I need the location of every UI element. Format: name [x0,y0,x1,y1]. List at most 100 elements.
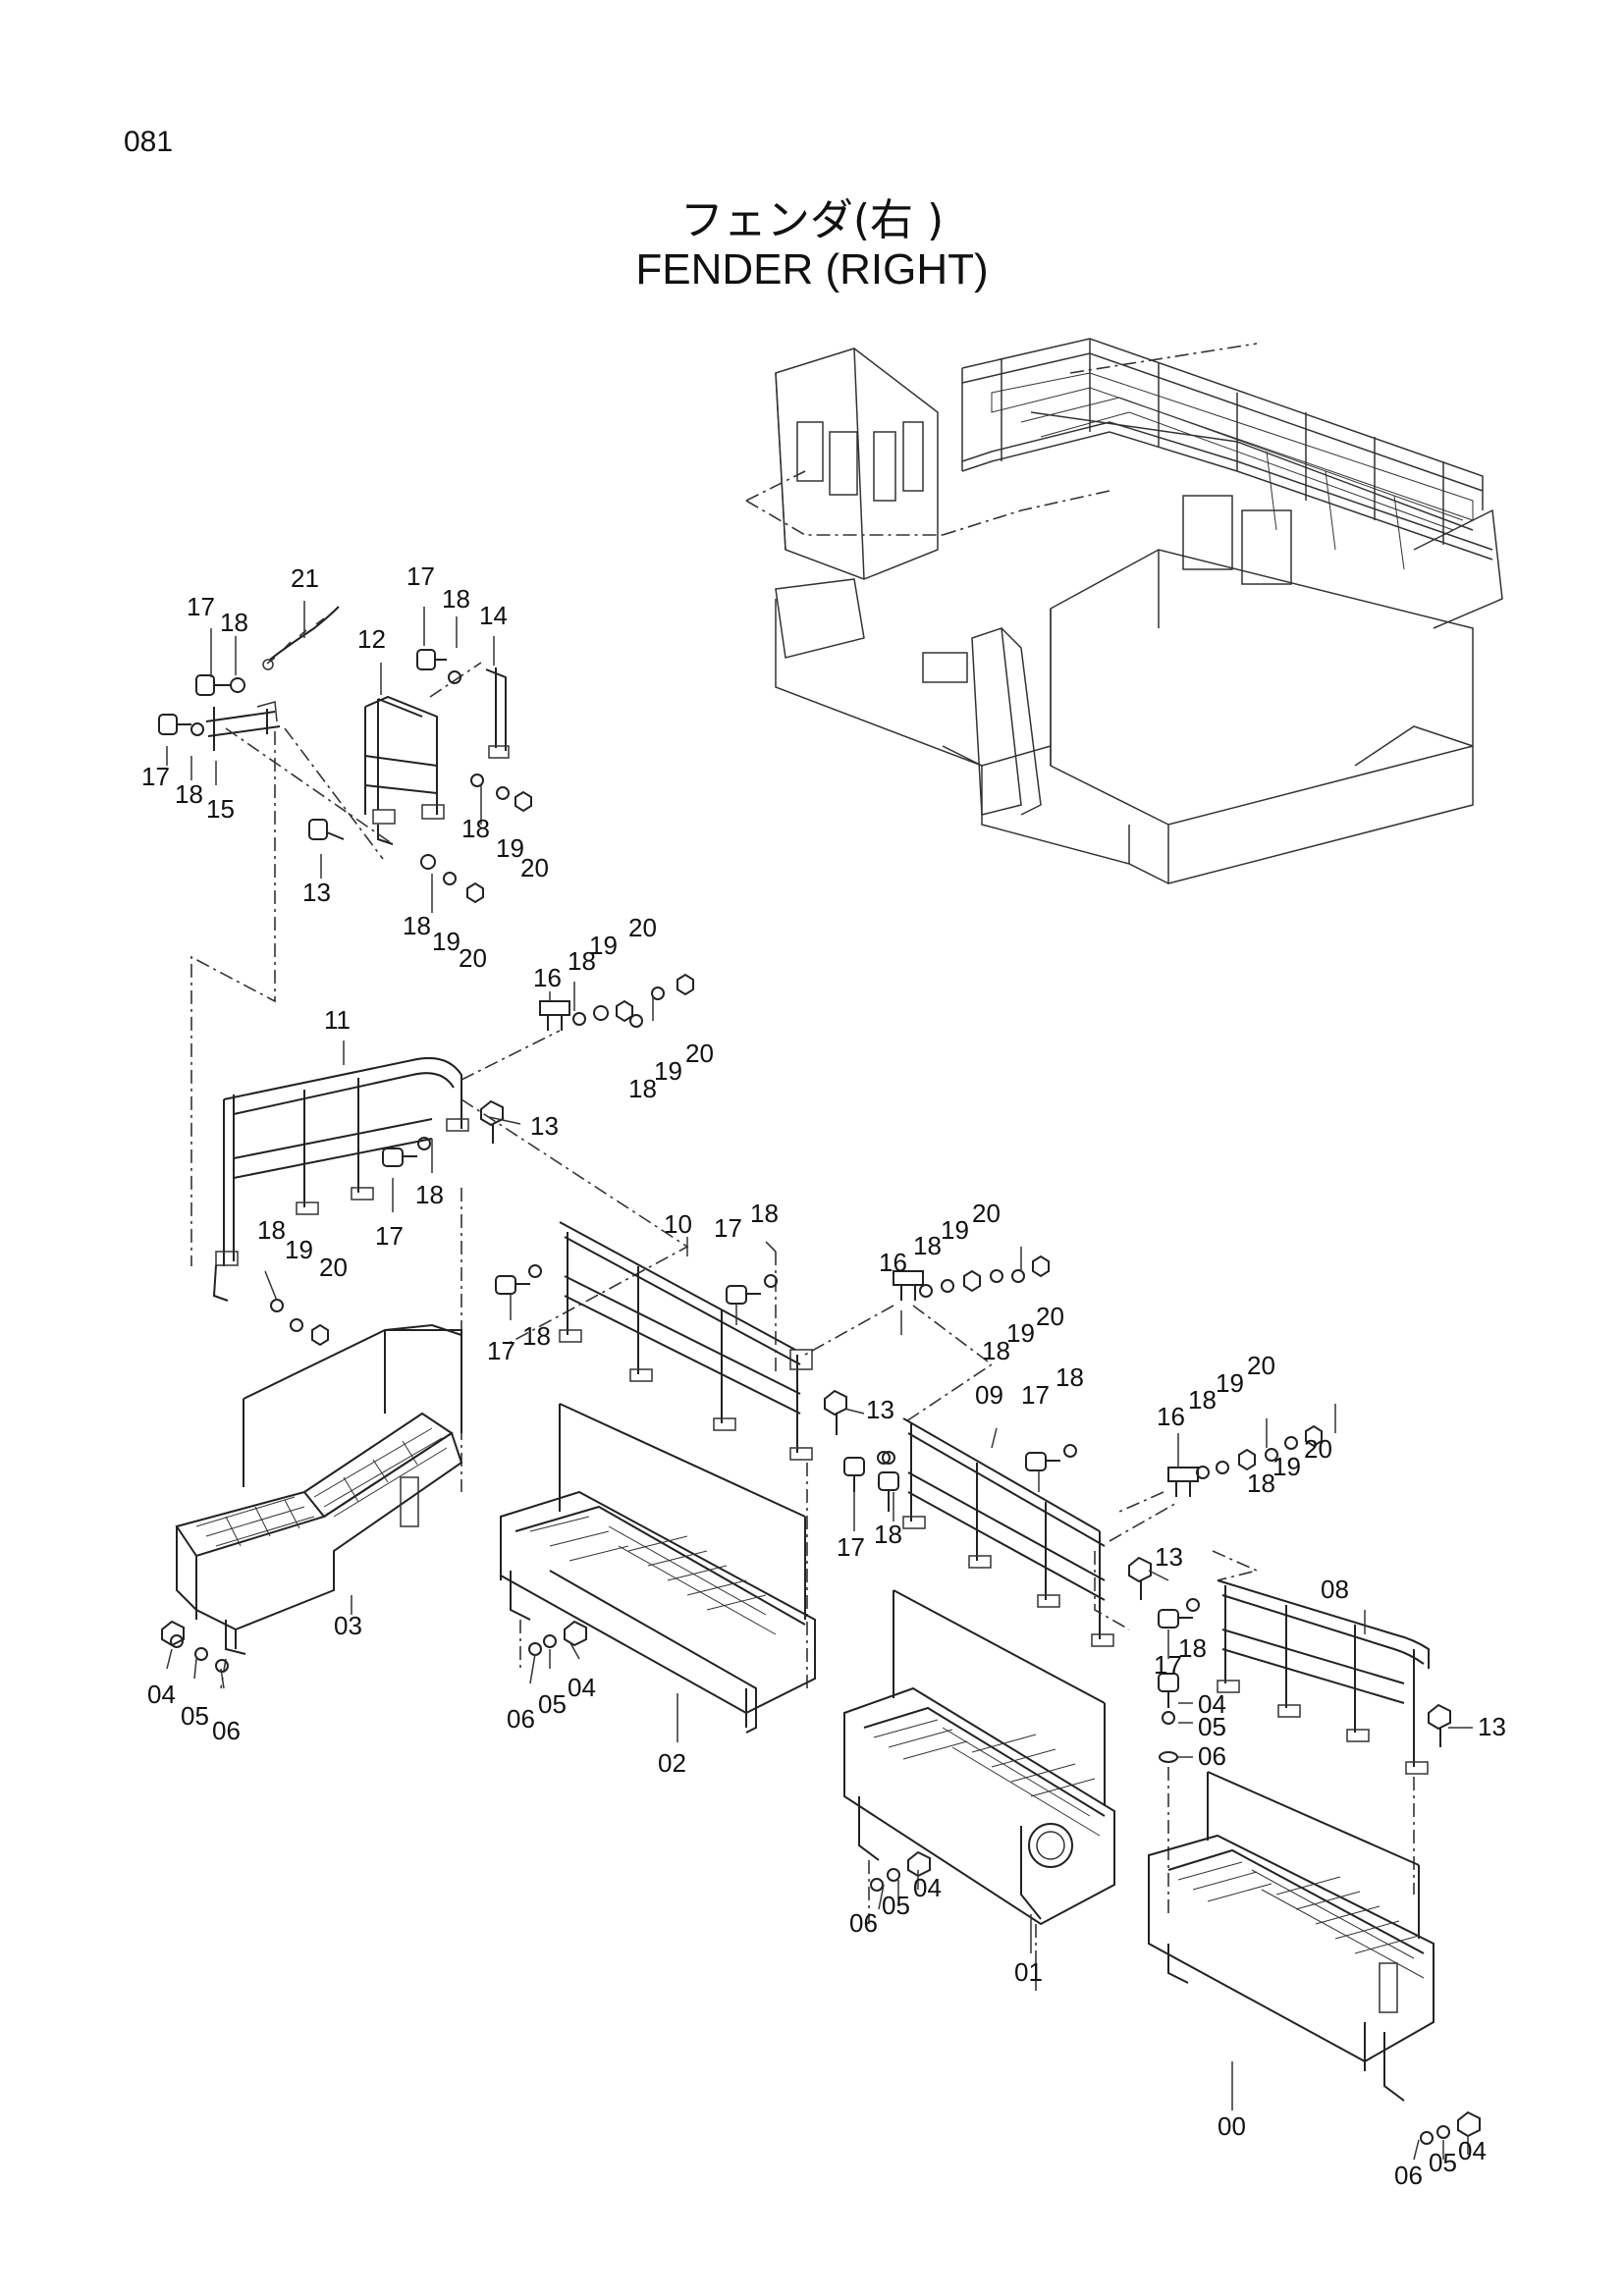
part-label: 17 [487,1336,515,1365]
hardware-rail-09 [804,1255,1200,1629]
part-label: 01 [1014,1957,1043,1987]
title-english: FENDER (RIGHT) [635,245,989,294]
part-label: 20 [685,1039,714,1068]
part-label: 04 [1458,2136,1487,2165]
part-label: 18 [1188,1385,1217,1415]
part-label: 13 [866,1395,894,1424]
part-label: 19 [432,927,460,956]
part-label: 05 [1198,1712,1226,1741]
part-label: 13 [1155,1542,1183,1572]
part-label: 04 [147,1680,176,1709]
part-label: 02 [658,1748,686,1778]
part-label: 19 [1216,1368,1244,1398]
hardware-rail-10 [495,1264,895,1492]
part-label: 17 [406,561,435,591]
part-label: 13 [530,1111,559,1141]
page-number: 081 [124,126,174,158]
part-label: 18 [628,1074,657,1103]
part-label: 20 [319,1253,348,1282]
title-japanese: フェンダ(右 ) [679,195,945,245]
handrail-10 [559,1221,813,1688]
hardware-rail-11 [270,973,694,1347]
part-label: 18 [1056,1362,1084,1392]
part-label: 19 [285,1235,313,1264]
part-label: 11 [324,1005,351,1035]
hardware-step-01 [870,1850,931,1892]
part-label: 17 [187,592,215,621]
part-label: 00 [1218,2111,1246,2141]
part-label: 18 [257,1215,286,1245]
hardware-step-02 [161,1620,587,1673]
part-label: 04 [568,1673,596,1702]
part-label: 05 [538,1689,567,1719]
part-label: 19 [1006,1318,1035,1348]
part-label: 18 [1178,1633,1207,1663]
part-label: 06 [849,1908,878,1938]
part-label: 18 [415,1180,444,1209]
part-label: 18 [442,584,470,614]
handrail-08 [1212,1550,1430,1895]
part-label: 17 [714,1213,742,1243]
part-label: 05 [1429,2148,1457,2177]
part-label: 16 [879,1248,907,1277]
step-03 [175,1323,463,1689]
part-label: 03 [334,1611,362,1640]
part-label: 21 [291,563,319,593]
hardware-rail-08 [1118,1424,1451,1914]
handrail-09 [902,1417,1179,1647]
part-label: 14 [479,601,508,630]
part-label: 18 [220,608,248,637]
part-label: 18 [568,946,596,976]
part-label: 17 [837,1532,865,1562]
part-label: 06 [507,1704,535,1734]
part-label: 13 [302,878,331,907]
part-label: 20 [1247,1351,1275,1380]
part-label: 20 [972,1199,1001,1228]
part-label: 18 [403,911,431,940]
step-02 [500,1403,816,1734]
part-label: 06 [212,1716,241,1745]
part-label: 08 [1321,1575,1349,1604]
part-label: 16 [533,963,562,992]
part-label: 12 [357,624,386,654]
hardware-step-00 [1420,2110,1481,2145]
part-label: 05 [181,1701,209,1731]
part-label: 06 [1394,2161,1423,2190]
leader-lines [166,601,1473,2161]
part-label: 17 [1021,1380,1050,1410]
part-label: 20 [628,913,657,942]
part-label: 19 [496,833,524,863]
part-label: 17 [1154,1650,1182,1680]
part-label: 16 [1157,1402,1185,1431]
part-label: 17 [375,1221,404,1251]
part-label: 19 [941,1215,969,1245]
part-label: 20 [1036,1302,1064,1331]
part-label: 04 [913,1873,942,1902]
part-label: 18 [175,779,203,809]
step-01 [843,1589,1115,1993]
part-label: 06 [1198,1741,1226,1771]
part-label: 05 [882,1891,910,1920]
part-label: 18 [461,814,490,843]
handrail-12-assembly [190,606,510,1266]
hardware-upper-left [158,649,532,904]
part-label: 18 [750,1199,779,1228]
part-label: 19 [1272,1452,1301,1481]
part-label: 19 [589,931,618,960]
part-label: 13 [1478,1712,1506,1741]
part-label: 09 [975,1380,1003,1410]
part-label: 18 [913,1231,942,1260]
part-label: 17 [141,762,170,791]
machine-overview-illustration [745,338,1503,884]
part-label: 10 [664,1209,692,1239]
part-label: 18 [982,1336,1010,1365]
part-label: 18 [522,1321,551,1351]
part-label: 18 [1247,1468,1275,1498]
part-label: 20 [1304,1434,1332,1464]
part-label: 15 [206,794,235,824]
part-label: 20 [459,943,487,973]
part-number-labels: 21 12 14 17 18 17 18 17 18 15 13 18 19 2… [141,561,1506,2190]
part-label: 04 [1198,1689,1226,1719]
part-label: 20 [520,853,549,882]
